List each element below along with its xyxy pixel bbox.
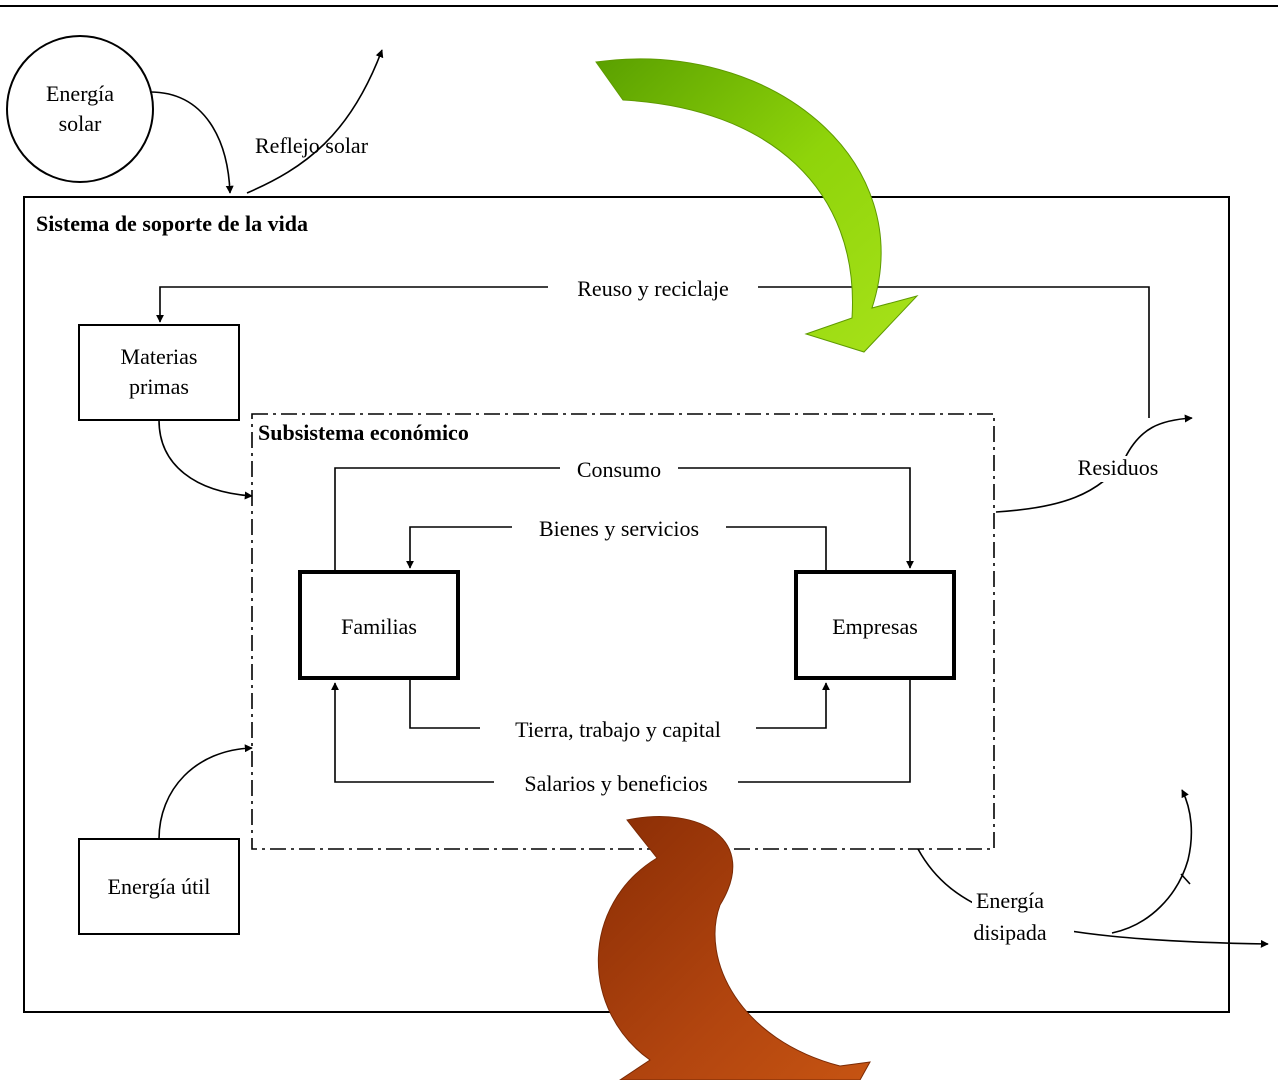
solar-energy-label-line1: Energía — [46, 81, 114, 106]
waste-label: Residuos — [1078, 455, 1159, 480]
dissipated-energy-label-line2: disipada — [973, 920, 1047, 945]
companies-label: Empresas — [832, 614, 918, 639]
wages-benefits-label: Salarios y beneficios — [524, 771, 707, 796]
consumption-label: Consumo — [577, 457, 661, 482]
useful-energy-input-arrow — [158, 744, 253, 840]
reuse-recycle-line — [156, 286, 1150, 418]
raw-materials-box — [78, 324, 240, 421]
families-label: Familias — [341, 614, 417, 639]
raw-materials-input-arrow — [158, 419, 253, 500]
raw-materials-label-line1: Materias — [121, 344, 198, 369]
life-support-title: Sistema de soporte de la vida — [36, 211, 308, 236]
wages-label-bg — [494, 770, 738, 796]
solar-energy-label-line2: solar — [59, 111, 102, 136]
green-curved-arrow — [595, 58, 919, 353]
solar-input-arrow — [149, 91, 234, 194]
companies-box — [794, 570, 956, 680]
solar-reflection-arrow — [246, 49, 384, 194]
factors-label-bg — [480, 716, 756, 742]
dissipated-energy-label-line1: Energía — [976, 888, 1044, 913]
economic-subsystem-box — [251, 413, 995, 850]
reuse-label-bg — [548, 274, 758, 300]
consumption-label-bg — [560, 456, 678, 482]
goods-services-label: Bienes y servicios — [539, 516, 699, 541]
dissipated-energy-branch-arrow — [1111, 789, 1193, 934]
reuse-recycle-label: Reuso y reciclaje — [577, 276, 729, 301]
waste-label-bg — [1064, 456, 1174, 482]
dissipated-label-bg — [972, 888, 1074, 946]
dissipated-energy-arrow — [917, 848, 1269, 948]
solar-energy-circle — [6, 35, 154, 183]
economic-subsystem-title: Subsistema económico — [258, 420, 469, 445]
raw-materials-label-line2: primas — [129, 374, 189, 399]
goods-label-bg — [512, 515, 726, 541]
families-box — [298, 570, 460, 680]
solar-reflection-label: Reflejo solar — [255, 133, 369, 158]
land-labor-capital-label: Tierra, trabajo y capital — [515, 717, 721, 742]
branch-tick-mark — [1180, 873, 1191, 885]
useful-energy-label: Energía útil — [108, 874, 211, 899]
brown-curved-arrow — [597, 816, 871, 1080]
